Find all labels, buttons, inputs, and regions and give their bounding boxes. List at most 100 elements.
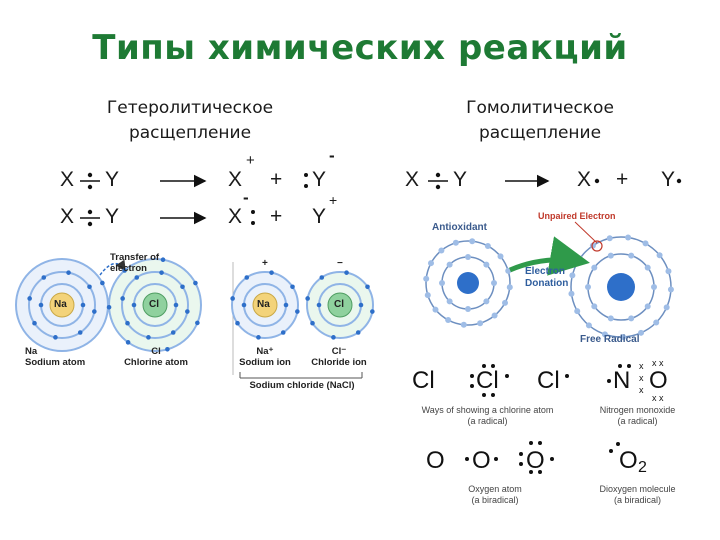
heterolytic-heading-line2: расщепление [128,123,252,143]
electron-dot [159,270,164,275]
electron-dot [106,304,112,310]
chloride-ion-charge: − [337,258,343,269]
electron-dot [591,264,598,271]
electron-dot [569,272,576,279]
sodium-ion-caption-line2: Sodium ion [239,357,291,368]
electron-dot [644,303,651,310]
free-radical-label: Free Radical [580,334,640,345]
electron-dot [432,306,439,313]
electron-donation-label: Electron Donation [525,266,568,290]
transfer-label: Transfer of electron [110,252,159,274]
electron-dot [100,280,105,286]
electron-dot [452,239,459,246]
electron-dot [439,280,445,286]
donation-arrow [509,236,590,276]
page-title: Типы химических реакций [92,28,628,68]
electron-dot [120,296,125,301]
electron-dot [574,308,581,315]
electron-dot [305,296,310,301]
unpaired-electron-label: Unpaired Electron [538,211,616,221]
electron-dot [27,296,32,301]
electron-dot [663,304,670,311]
electron-dot [358,302,364,308]
electron-dot [585,322,592,329]
electron-dot [585,284,591,290]
svg-text:x: x [639,385,644,395]
electron-dot [505,267,512,274]
homolytic-heading-line1: Гомолитическое [466,98,614,118]
electron-dot [193,280,198,286]
eq1-x-product: X [228,168,243,191]
eq1-charge-y: - [329,146,335,165]
electron-dot [502,299,509,306]
electron-dot [465,306,471,312]
electron-dot [491,280,497,286]
electron-donation-line1: Electron [525,266,566,277]
cl-ion-symbol: Cl [334,299,344,310]
orbit-electrons [423,234,674,340]
radical-dot-y [676,178,682,184]
nitrogen-symbol: N [613,367,631,394]
chlorine-lewis-1: Cl [412,367,435,394]
eq2-y-product: Y [312,205,327,228]
electron-dot [465,254,471,260]
electron-dot [665,268,672,275]
electron-dot [283,302,289,308]
electron-dot [92,309,97,314]
heterolytic-heading: Гетеролитическое расщепление [90,96,290,146]
eq2-electron-pair-x [251,210,255,225]
sodium-ion-caption: Na⁺ Sodium ion [232,346,298,368]
svg-text:x x: x x [652,358,664,368]
chlorine-caption-line1: Ways of showing a chlorine atom [421,405,554,415]
electron-dot [469,238,476,245]
eq1-plus: + [270,168,283,191]
antioxidant-diagram [425,240,511,326]
electron-dot [568,290,575,297]
electron-dot [589,242,596,249]
electron-dot [331,335,336,340]
chlorine-lewis-2: Cl [476,367,499,394]
electron-dot [667,286,674,293]
electron-dot [269,270,274,275]
electron-dot [134,275,140,280]
dioxygen-subscript: 2 [638,459,647,476]
electron-dot [32,320,37,326]
oxygen-lewis-3: O [526,447,545,474]
electron-dot [290,284,295,290]
electron-dot [651,284,657,290]
sodium-ion-caption-line1: Na⁺ [256,346,274,357]
dioxygen-caption: Dioxygen molecule (a biradical) [585,484,690,506]
chloride-ion-caption-line2: Chloride ion [311,357,367,368]
sodium-ion-diagram [231,271,299,339]
electron-dot [607,252,614,259]
transfer-label-line2: electron [110,263,147,274]
electron-dot [445,317,452,324]
na-ion-symbol: Na [257,299,270,310]
chlorine-atom-caption: Cl Chlorine atom [118,346,194,368]
oxygen-atom-caption: Oxygen atom (a biradical) [440,484,550,506]
nitrogen-monoxide-caption-line1: Nitrogen monoxide [599,405,676,415]
svg-text:x: x [639,361,644,371]
electron-dot [460,321,467,328]
electron-dot [365,284,370,290]
dioxygen-caption-line1: Dioxygen molecule [599,484,676,494]
electron-dot [241,302,247,308]
homolytic-plus: + [616,168,629,191]
electron-dot [180,284,185,290]
unpaired-pointer [574,221,598,244]
electron-dot [620,333,627,340]
radical-dot-x [594,178,600,184]
homolytic-y-product: Y [661,168,676,191]
electron-donation-line2: Donation [525,278,569,289]
oxygen-lewis-2: O [472,447,491,474]
electron-dot [160,257,166,263]
homolytic-bond-dots [428,172,448,190]
chlorine-atom-caption-line1: Cl [151,346,161,357]
electron-dot [625,234,632,241]
electron-dot [446,298,453,305]
electron-dot [295,309,300,314]
electron-dot [131,302,137,308]
electron-dot [122,268,127,273]
electron-dot [125,320,130,326]
electron-dot [80,302,86,308]
